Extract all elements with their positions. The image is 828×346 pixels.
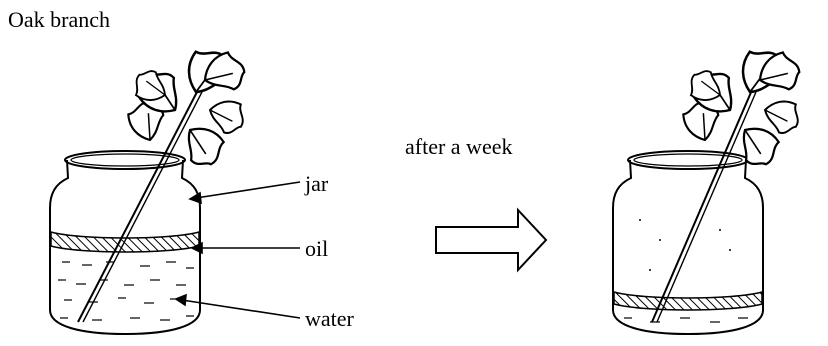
arrow-right-icon [435, 207, 548, 273]
oil-label: oil [305, 236, 329, 261]
time-caption: after a week [405, 134, 513, 159]
water-label: water [305, 306, 354, 331]
label-pointers [174, 181, 301, 319]
diagram-title: Oak branch [8, 7, 111, 32]
left-jar [49, 47, 252, 336]
jar-label: jar [305, 171, 329, 196]
right-jar [612, 47, 807, 336]
